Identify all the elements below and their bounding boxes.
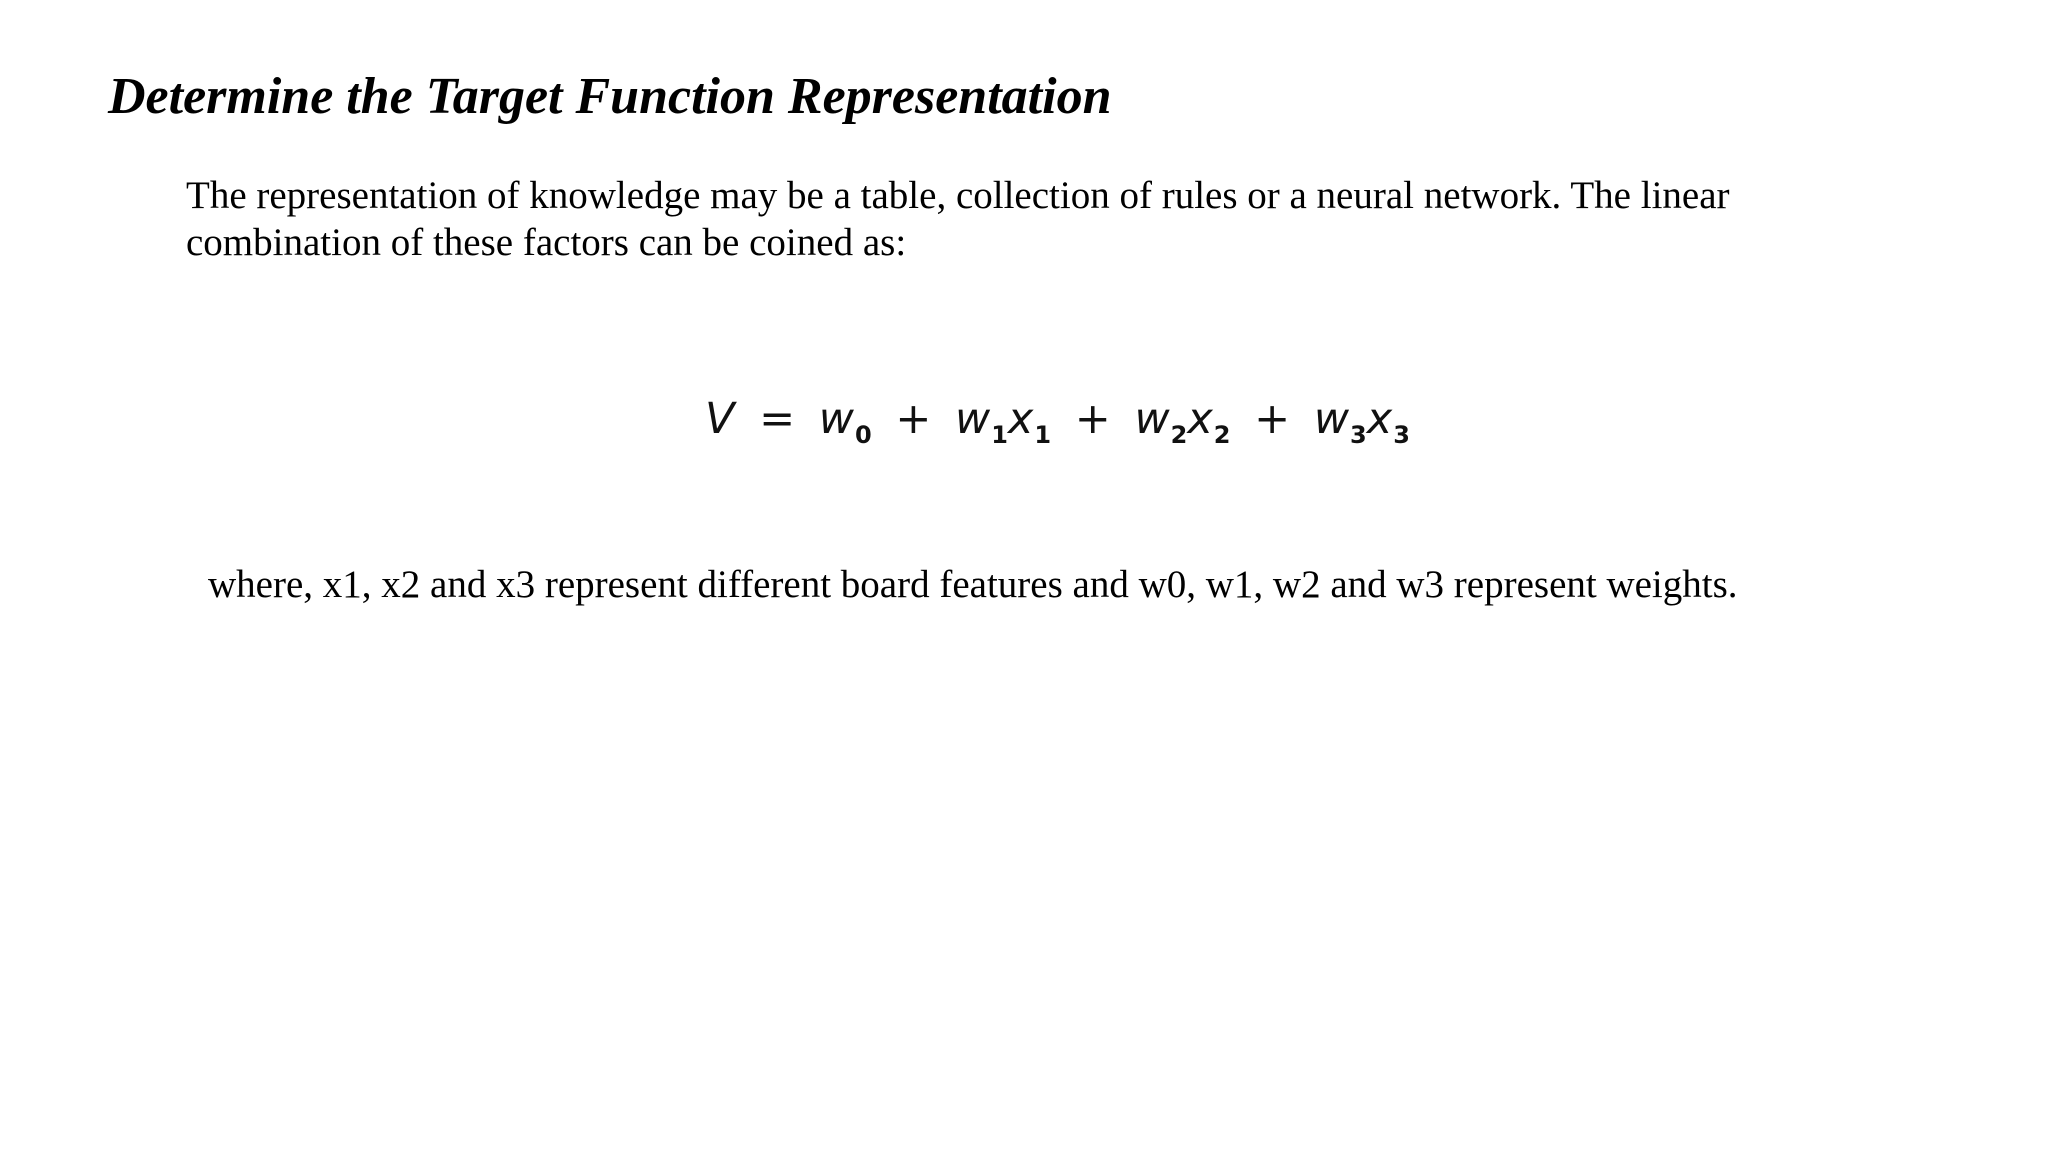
formula-lhs: V: [705, 394, 736, 444]
intro-line-1: The representation of knowledge may be a…: [186, 174, 1730, 217]
feature-symbol: x: [1007, 394, 1034, 444]
feature-symbol: x: [1187, 394, 1213, 444]
formula-term-1: w1x1: [955, 384, 1051, 454]
weight-subscript: 1: [991, 421, 1008, 449]
formula-term-0: w0: [819, 384, 872, 454]
weight-symbol: w: [1134, 394, 1170, 444]
formula-plus: +: [895, 394, 932, 444]
weight-symbol: w: [818, 394, 854, 444]
intro-paragraph: The representation of knowledge may be a…: [186, 172, 1786, 266]
formula-equals: =: [759, 394, 796, 444]
feature-subscript: 1: [1034, 421, 1052, 449]
feature-subscript: 3: [1393, 421, 1410, 449]
linear-combination-formula: V = w0 + w1x1 + w2x2 + w3x3: [705, 384, 1410, 464]
formula-plus: +: [1074, 394, 1111, 444]
formula-term-3: w3x3: [1314, 384, 1410, 454]
feature-subscript: 2: [1213, 421, 1231, 449]
weight-symbol: w: [955, 394, 991, 444]
formula-plus: +: [1254, 394, 1291, 444]
explanation-text: where, x1, x2 and x3 represent different…: [208, 563, 1738, 606]
weight-subscript: 2: [1170, 421, 1188, 449]
weight-symbol: w: [1313, 394, 1350, 444]
formula-term-2: w2x2: [1134, 384, 1230, 454]
weight-subscript: 0: [854, 421, 872, 449]
feature-symbol: x: [1366, 394, 1393, 444]
intro-line-2: combination of these factors can be coin…: [186, 221, 907, 264]
slide-title: Determine the Target Function Representa…: [108, 68, 1112, 125]
weight-subscript: 3: [1350, 421, 1367, 449]
